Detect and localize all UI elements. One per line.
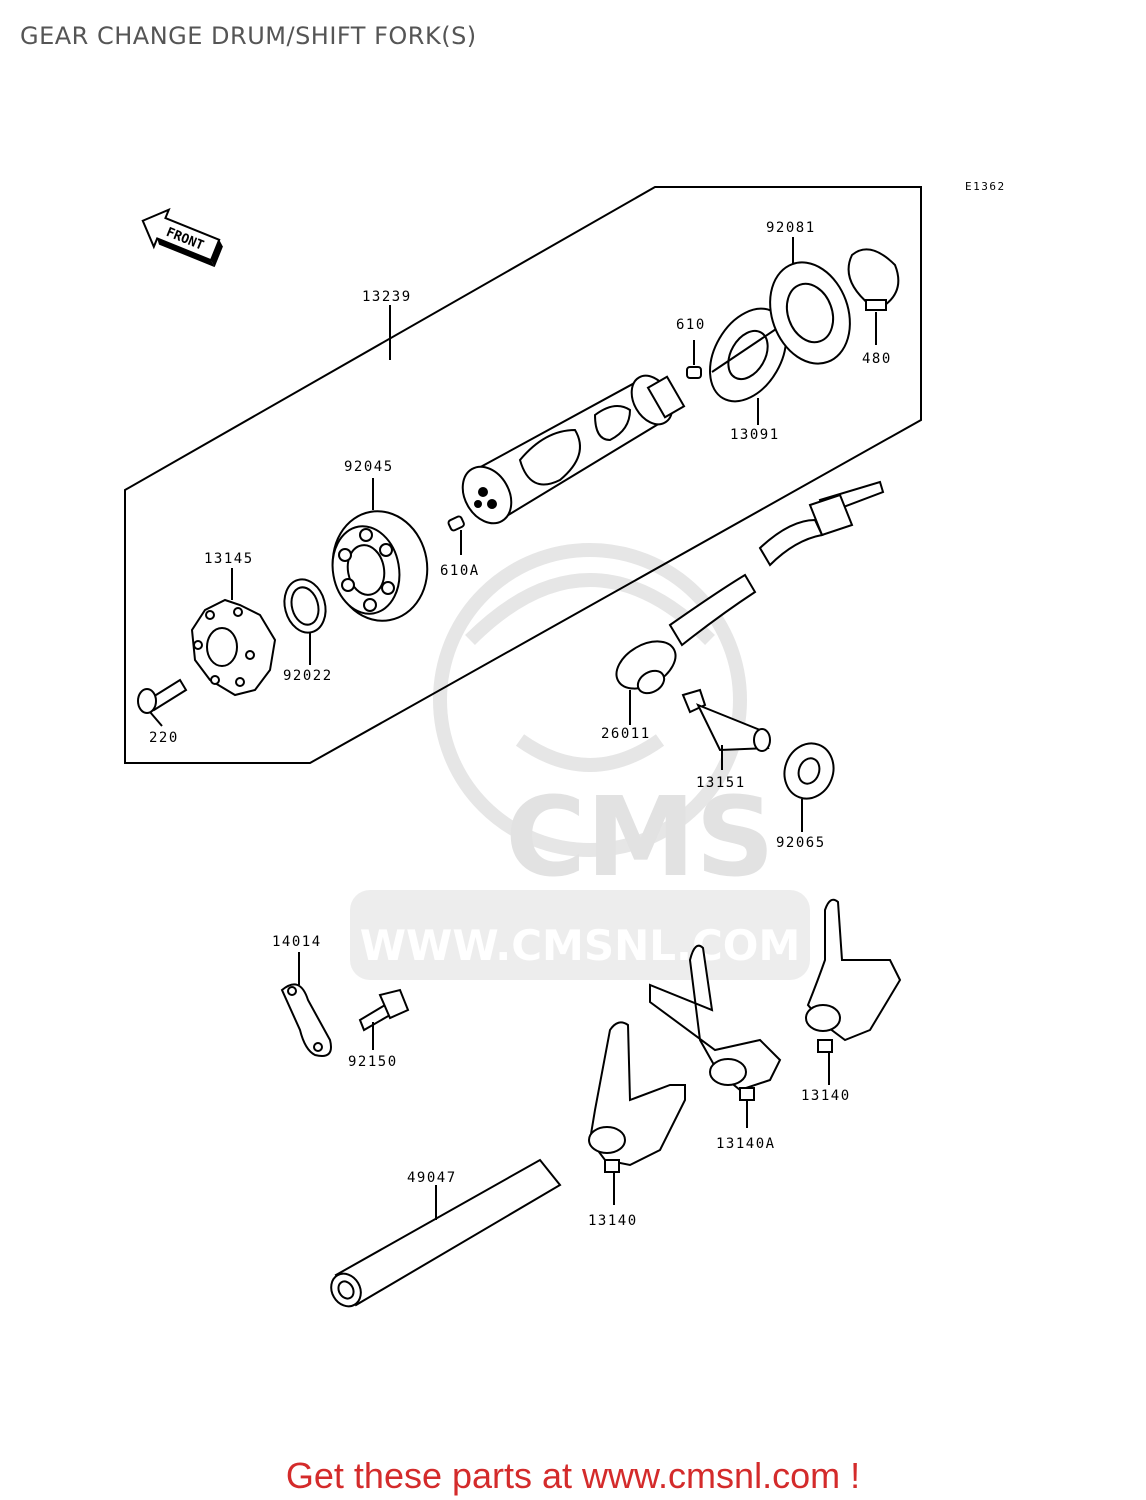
watermark-brand: CMS xyxy=(505,773,774,901)
part-label: 92045 xyxy=(344,459,394,475)
part-label: 13140 xyxy=(588,1213,638,1229)
shift-fork-13140-left xyxy=(588,1021,686,1205)
part-label: 92022 xyxy=(283,668,333,684)
shift-shaft-26011 xyxy=(615,480,885,725)
part-label: 92081 xyxy=(766,220,816,236)
part-label: 13140 xyxy=(801,1088,851,1104)
bolt-220 xyxy=(137,678,188,727)
holder-92081 xyxy=(769,237,851,365)
part-label: 480 xyxy=(862,351,892,367)
pin-610 xyxy=(686,340,702,379)
assembly-outline xyxy=(124,186,922,764)
shift-drum xyxy=(461,374,686,525)
bearing-92045 xyxy=(331,478,429,622)
part-label: 14014 xyxy=(272,934,322,950)
diagram-code: E1362 xyxy=(965,180,1006,193)
shift-fork-13140-right xyxy=(805,898,902,1085)
pin-13151 xyxy=(681,688,771,770)
part-label: 13151 xyxy=(696,775,746,791)
part-labels: 13239 92081 480 610 13091 92045 610A 131… xyxy=(149,220,892,1229)
fork-rod-49047 xyxy=(330,1158,562,1308)
part-label: 49047 xyxy=(407,1170,457,1186)
part-label: 610A xyxy=(440,563,480,579)
part-label: 13091 xyxy=(730,427,780,443)
link-14014 xyxy=(280,952,332,1057)
pin-plate-13145 xyxy=(190,568,277,697)
circlip-480 xyxy=(847,248,900,345)
part-label: 92150 xyxy=(348,1054,398,1070)
shift-fork-13140a xyxy=(649,944,782,1128)
watermark-url: WWW.CMSNL.COM xyxy=(360,921,801,970)
part-label: 13239 xyxy=(362,289,412,305)
part-label: 26011 xyxy=(601,726,651,742)
bolt-92150 xyxy=(358,988,410,1050)
pin-610a xyxy=(447,515,465,555)
watermark xyxy=(350,543,810,980)
part-label: 610 xyxy=(676,317,706,333)
part-label: 220 xyxy=(149,730,179,746)
part-label: 92065 xyxy=(776,835,826,851)
ring-92022 xyxy=(283,578,327,665)
part-label: 13140A xyxy=(716,1136,776,1152)
footer-link[interactable]: Get these parts at www.cmsnl.com ! xyxy=(285,1455,861,1496)
washer-92065 xyxy=(783,742,835,832)
page-title: GEAR CHANGE DRUM/SHIFT FORK(S) xyxy=(20,22,477,50)
part-label: 13145 xyxy=(204,551,254,567)
front-arrow-icon: FRONT xyxy=(141,207,223,268)
